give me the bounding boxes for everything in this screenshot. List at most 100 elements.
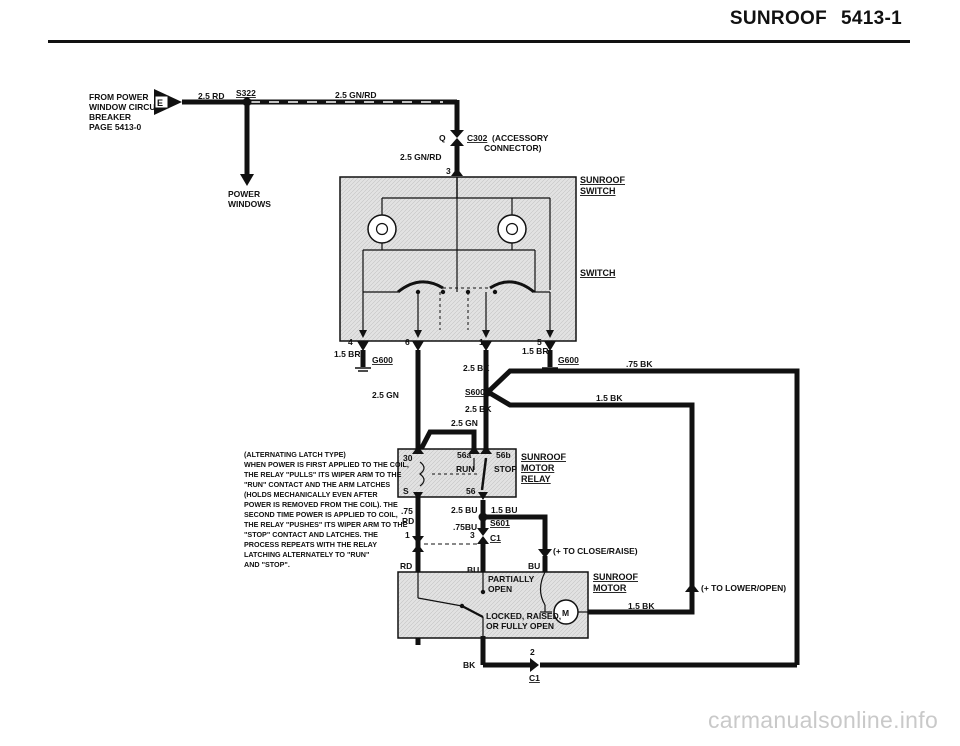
connector-e-box bbox=[154, 95, 169, 109]
page-header: SUNROOF 5413-1 bbox=[730, 8, 902, 30]
source-block: FROM POWER WINDOW CIRCUIT BREAKER PAGE 5… bbox=[89, 89, 182, 132]
page-number: 5413-1 bbox=[841, 8, 902, 29]
wire-label-bu-bottom-right: BU bbox=[528, 561, 540, 571]
ground-g600-right: G600 bbox=[558, 355, 579, 365]
relay-note-line-11: LATCHING ALTERNATELY TO "RUN" bbox=[244, 550, 369, 559]
c302-desc-2: CONNECTOR) bbox=[484, 143, 542, 153]
wire-label-2-5-bk-upper: 2.5 BK bbox=[463, 363, 490, 373]
wire-label-2-5-gn-mid: 2.5 GN bbox=[451, 418, 478, 428]
source-label-line-2: WINDOW CIRCUIT bbox=[89, 102, 164, 112]
wire-label-2-5-bu: 2.5 BU bbox=[451, 505, 477, 515]
relay-note-line-2: WHEN POWER IS FIRST APPLIED TO THE COIL, bbox=[244, 460, 409, 469]
motor-title-1: SUNROOF bbox=[593, 572, 639, 582]
page-title: SUNROOF bbox=[729, 8, 828, 29]
c302-name: C302 bbox=[467, 133, 488, 143]
sunroof-switch-title-2: SWITCH bbox=[580, 186, 616, 196]
connector-e-letter: E bbox=[157, 98, 163, 108]
c1-pin-3: 3 bbox=[470, 530, 475, 540]
relay-stop-label: STOP bbox=[494, 464, 517, 474]
splice-s322-label: S322 bbox=[236, 88, 256, 98]
c1-name: C1 bbox=[490, 533, 501, 543]
relay-pin-56a: 56a bbox=[457, 450, 471, 460]
wire-gn-jumper bbox=[415, 429, 477, 457]
sunroof-switch bbox=[339, 176, 577, 342]
relay-note-line-1: (ALTERNATING LATCH TYPE) bbox=[244, 450, 346, 459]
relay-pin-30: 30 bbox=[403, 453, 413, 463]
power-windows-label-2: WINDOWS bbox=[228, 199, 271, 209]
wire-label-rd: RD bbox=[402, 516, 414, 526]
relay-note-line-9: "STOP" CONTACT AND LATCHES. THE bbox=[244, 530, 378, 539]
annotation-lower-open: (+ TO LOWER/OPEN) bbox=[701, 583, 786, 593]
wire-bk-bottom bbox=[480, 636, 539, 672]
wire-label-75: .75 bbox=[401, 506, 413, 516]
wire-label-2-5-rd: 2.5 RD bbox=[198, 91, 224, 101]
wire-label-bk-bottom: BK bbox=[463, 660, 476, 670]
sunroof-motor-relay bbox=[397, 446, 517, 500]
wire-2-5-bk bbox=[480, 341, 800, 668]
relay-title-1: SUNROOF bbox=[521, 452, 567, 462]
switch-pin-5: 5 bbox=[537, 337, 542, 347]
relay-note-line-6: POWER IS REMOVED FROM THE COIL). THE bbox=[244, 500, 398, 509]
motor-symbol: M bbox=[562, 608, 569, 618]
lower-open-arrow bbox=[685, 583, 699, 592]
wire-label-rd-bottom: RD bbox=[400, 561, 412, 571]
motor-partially-2: OPEN bbox=[488, 584, 512, 594]
relay-note-line-8: THE RELAY "PUSHES" ITS WIPER ARM TO THE bbox=[244, 520, 408, 529]
wire-label-75-bk: .75 BK bbox=[626, 359, 653, 369]
wire-label-1-5-bu: 1.5 BU bbox=[491, 505, 517, 515]
wire-label-1-5-br-left: 1.5 BR bbox=[334, 349, 360, 359]
connector-c1 bbox=[412, 536, 477, 552]
wire-label-1-5-bk: 1.5 BK bbox=[596, 393, 623, 403]
c302-desc-1: (ACCESSORY bbox=[492, 133, 549, 143]
splice-s322-dot bbox=[242, 97, 252, 107]
motor-locked-1: LOCKED, RAISED, bbox=[486, 611, 561, 621]
relay-pin-56: 56 bbox=[466, 486, 476, 496]
wire-label-75-bu: .75BU bbox=[453, 522, 477, 532]
source-label-line-4: PAGE 5413-0 bbox=[89, 122, 142, 132]
relay-note: (ALTERNATING LATCH TYPE) WHEN POWER IS F… bbox=[244, 450, 409, 569]
sunroof-motor bbox=[397, 571, 600, 639]
wire-label-2-5-bk-lower: 2.5 BK bbox=[465, 404, 492, 414]
relay-note-line-3: THE RELAY "PULLS" ITS WIPER ARM TO THE bbox=[244, 470, 402, 479]
feed-wire-top bbox=[182, 99, 460, 130]
ground-left bbox=[355, 341, 371, 372]
switch-label: SWITCH bbox=[580, 268, 616, 278]
power-windows-branch bbox=[240, 106, 254, 186]
splice-s601: S601 bbox=[490, 518, 510, 528]
switch-pin-6: 6 bbox=[405, 337, 410, 347]
relay-title-2: MOTOR bbox=[521, 463, 555, 473]
c1-pin-1: 1 bbox=[405, 530, 410, 540]
sunroof-switch-title-1: SUNROOF bbox=[580, 175, 626, 185]
switch-lamp-right-icon bbox=[497, 214, 527, 244]
motor-title-2: MOTOR bbox=[593, 583, 627, 593]
wire-label-motor-bk: 1.5 BK bbox=[628, 601, 655, 611]
wire-label-2-5-gn-rd-left: 2.5 GN/RD bbox=[400, 152, 442, 162]
c302-pin-q: Q bbox=[439, 133, 446, 143]
wire-label-1-5-br-right: 1.5 BR bbox=[522, 346, 548, 356]
switch-pin-3: 3 bbox=[446, 166, 451, 176]
wire-label-2-5-gn-left: 2.5 GN bbox=[372, 390, 399, 400]
source-label-line-1: FROM POWER bbox=[89, 92, 149, 102]
motor-locked-2: OR FULLY OPEN bbox=[486, 621, 554, 631]
switch-pin-4: 4 bbox=[348, 337, 353, 347]
splice-s600: S600 bbox=[465, 387, 485, 397]
c1-pin-2: 2 bbox=[530, 647, 535, 657]
motor-partially-1: PARTIALLY bbox=[488, 574, 535, 584]
relay-title-3: RELAY bbox=[521, 474, 551, 484]
source-label-line-3: BREAKER bbox=[89, 112, 131, 122]
relay-note-line-5: (HOLDS MECHANICALLY EVEN AFTER bbox=[244, 490, 378, 499]
relay-note-line-10: PROCESS REPEATS WITH THE RELAY bbox=[244, 540, 377, 549]
power-windows-label-1: POWER bbox=[228, 189, 260, 199]
c1-bottom-name: C1 bbox=[529, 673, 540, 683]
connector-c302 bbox=[450, 130, 464, 176]
relay-note-line-7: SECOND TIME POWER IS APPLIED TO COIL, bbox=[244, 510, 398, 519]
wire-label-2-5-gn-rd-top: 2.5 GN/RD bbox=[335, 90, 377, 100]
ground-g600-left: G600 bbox=[372, 355, 393, 365]
header-rule bbox=[48, 40, 910, 43]
wire-label-bu-bottom-left: BU bbox=[467, 565, 479, 575]
relay-note-line-4: "RUN" CONTACT AND THE ARM LATCHES bbox=[244, 480, 390, 489]
relay-run-label: RUN bbox=[456, 464, 474, 474]
relay-note-line-12: AND "STOP". bbox=[244, 560, 290, 569]
annotation-close-raise: (+ TO CLOSE/RAISE) bbox=[553, 546, 638, 556]
